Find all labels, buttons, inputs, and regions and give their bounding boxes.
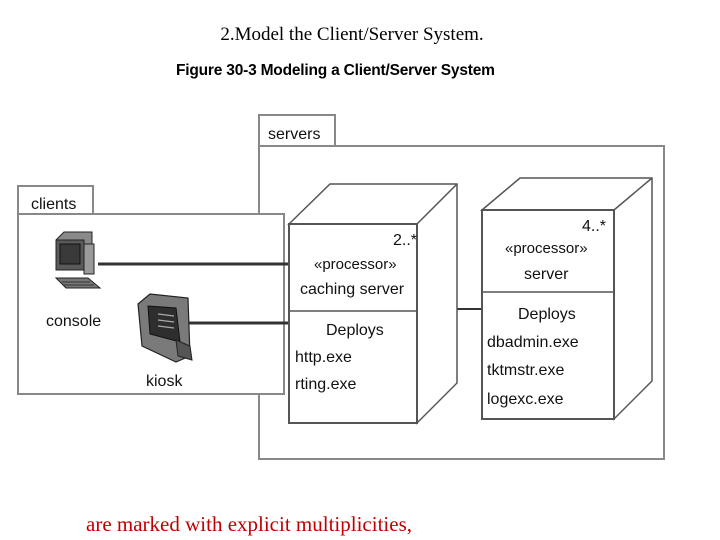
caching-server-stereotype: «processor»: [314, 256, 397, 273]
servers-package-tab: [258, 114, 336, 147]
server-stereotype: «processor»: [505, 240, 588, 257]
console-label: console: [46, 313, 101, 330]
server-deploys-label: Deploys: [518, 306, 576, 323]
server-multiplicity: 4..*: [582, 218, 606, 235]
clients-package-tab: [17, 185, 94, 215]
figure-caption: Figure 30-3 Modeling a Client/Server Sys…: [176, 62, 495, 79]
caching-server-artifact: rting.exe: [295, 376, 356, 393]
clients-package: clients: [17, 185, 285, 395]
node-caching-server-front: [288, 223, 418, 424]
node-caching-server: 2..* «processor» caching server Deploys …: [287, 183, 458, 425]
servers-package-label: servers: [268, 126, 320, 143]
slide-title: 2.Model the Client/Server System.: [220, 24, 484, 45]
clients-package-label: clients: [31, 196, 76, 213]
kiosk-terminal-icon: [137, 293, 193, 363]
server-artifact: tktmstr.exe: [487, 362, 564, 379]
server-name: server: [524, 266, 569, 283]
node-server: 4..* «processor» server Deploys dbadmin.…: [479, 177, 653, 421]
caching-server-name: caching server: [300, 281, 405, 298]
computer-terminal-icon: [54, 231, 102, 289]
kiosk-label: kiosk: [146, 373, 183, 390]
caching-server-artifact: http.exe: [295, 349, 352, 366]
caching-server-deploys-label: Deploys: [326, 322, 384, 339]
caching-server-multiplicity: 2..*: [393, 232, 417, 249]
server-artifact: logexc.exe: [487, 391, 564, 408]
bottom-caption: are marked with explicit multiplicities,: [86, 512, 412, 536]
server-artifact: dbadmin.exe: [487, 334, 579, 351]
node-server-front: [481, 209, 615, 420]
